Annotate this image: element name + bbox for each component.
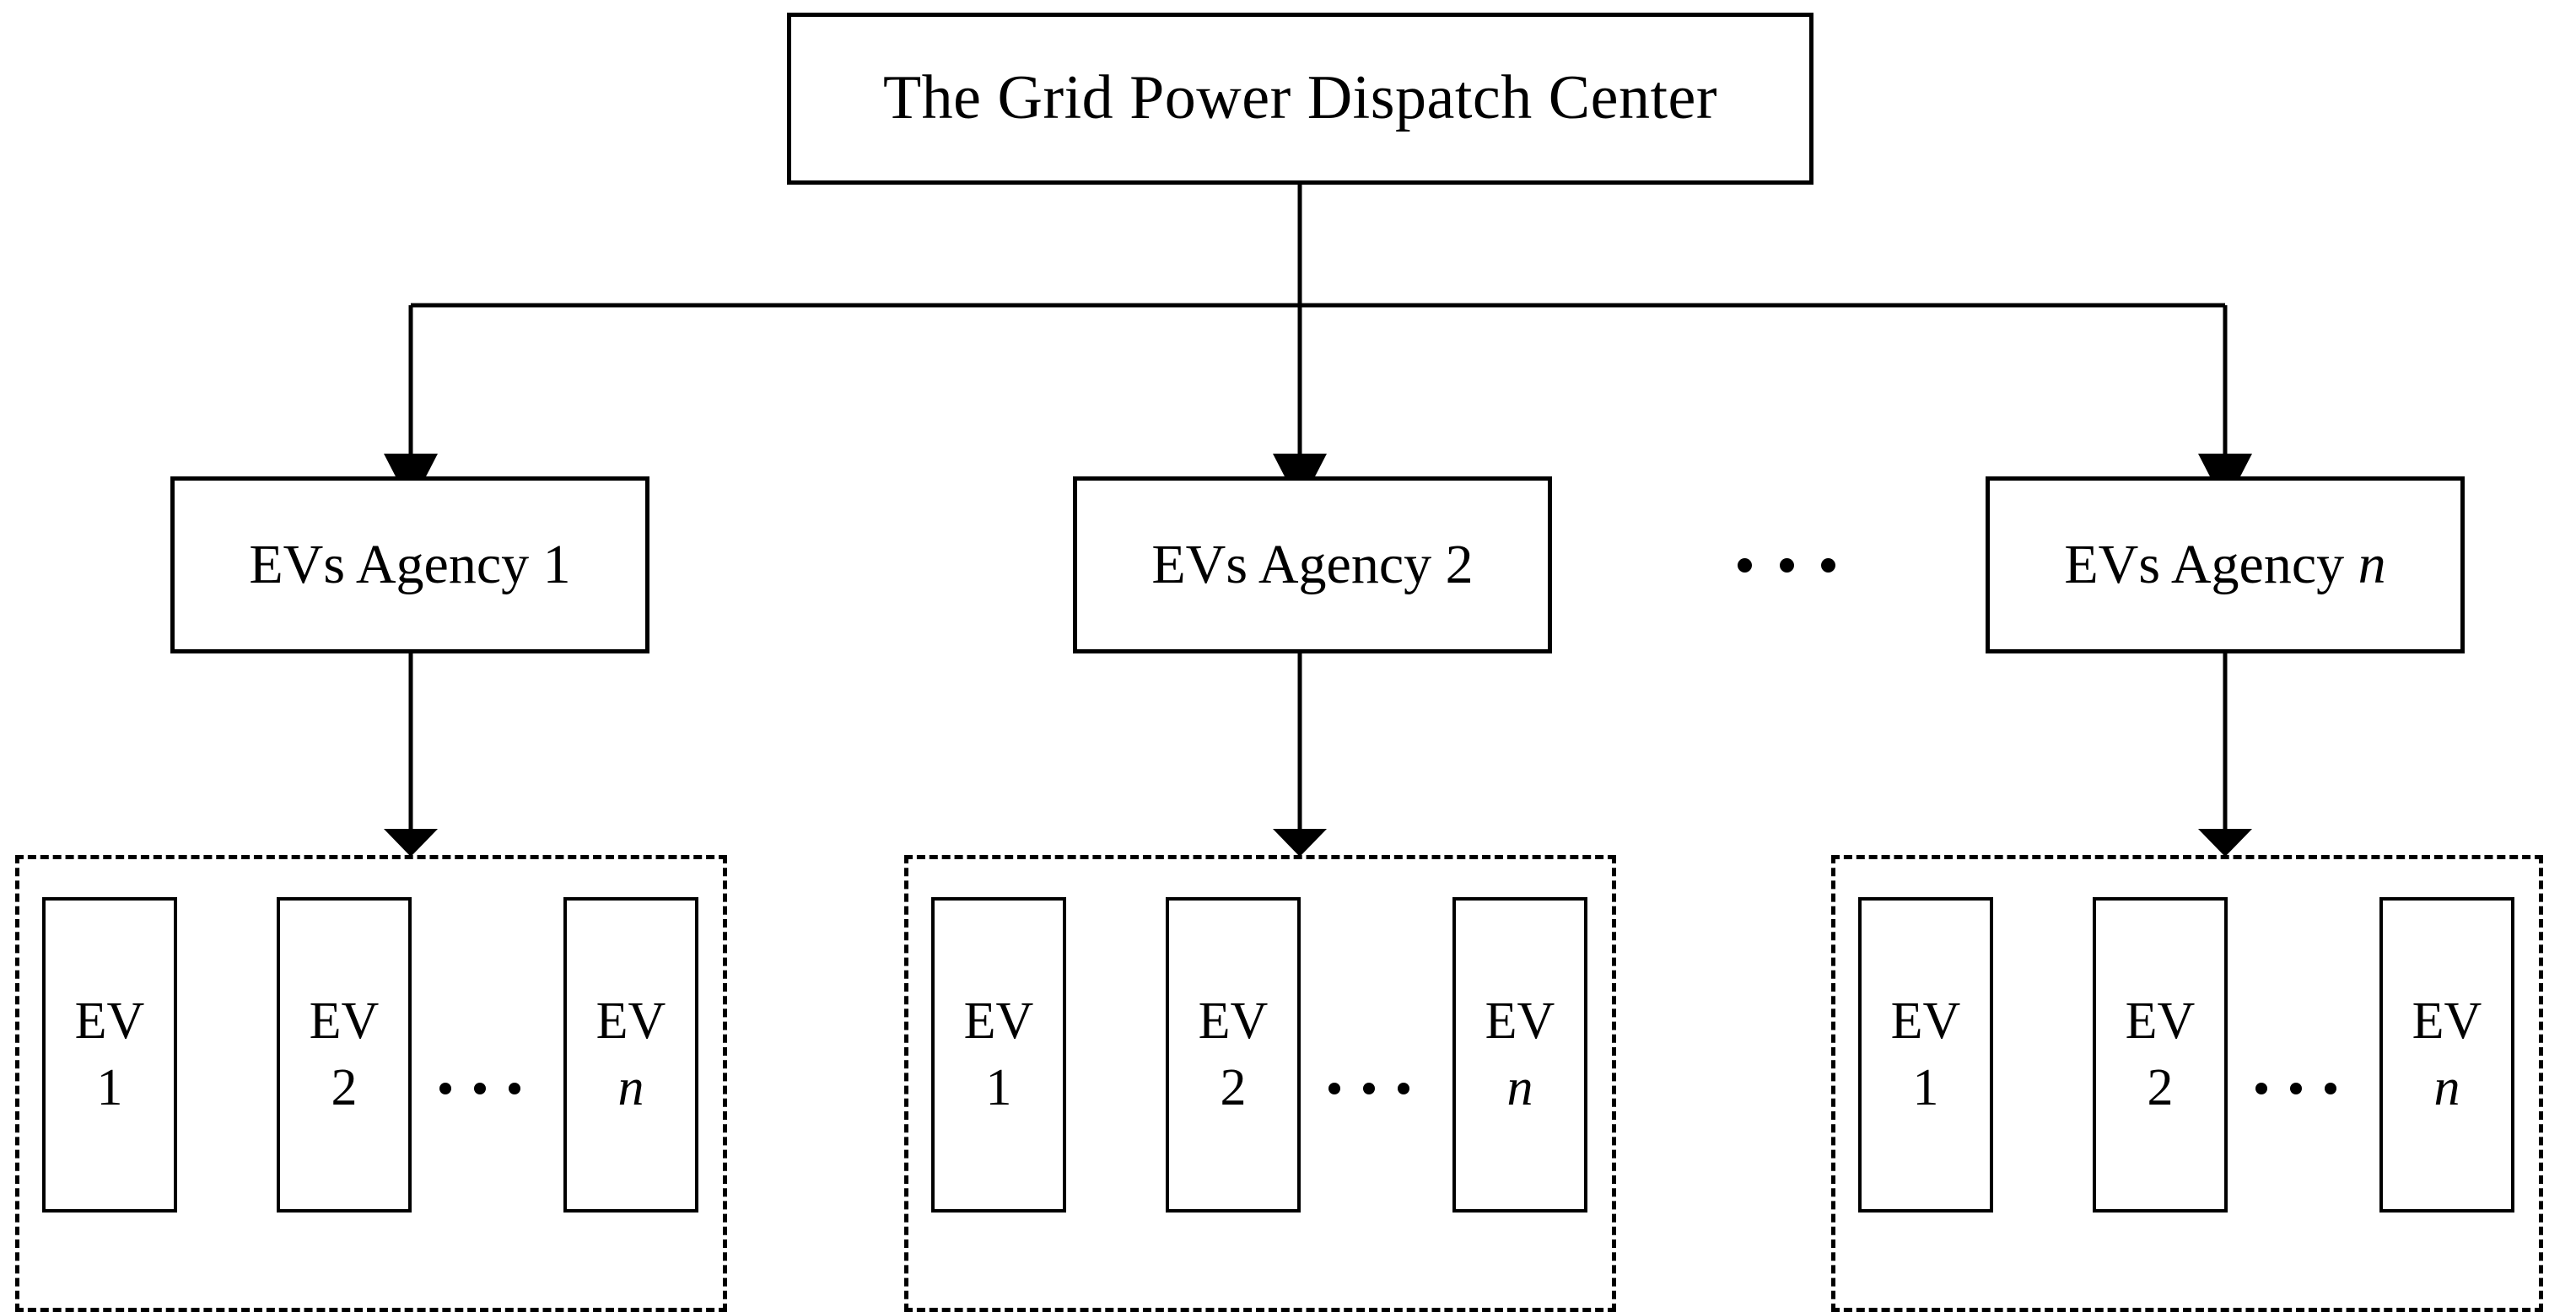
ev-box-group-3-ev-2[interactable]: EV 2 [2093, 897, 2228, 1213]
node-evs-agency-n[interactable]: EVs Agency n [1986, 476, 2465, 653]
ellipsis-dot [439, 1083, 451, 1094]
ellipsis-dot [1821, 557, 1835, 573]
ev-group-2[interactable] [904, 855, 1616, 1312]
node-title-label: The Grid Power Dispatch Center [882, 63, 1718, 133]
ev-label-line2: 2 [2147, 1059, 2174, 1116]
ev-label-line2: 1 [96, 1059, 123, 1116]
ev-label-line1: EV [1890, 992, 1961, 1050]
ev-label-line2: 1 [985, 1059, 1012, 1116]
ev-label-line2: 2 [1220, 1059, 1247, 1116]
ev-label-line1: EV [2412, 992, 2482, 1050]
ev-label-line2: 2 [331, 1059, 358, 1116]
ellipsis-dot [2255, 1083, 2267, 1094]
ellipsis-dot [2325, 1083, 2336, 1094]
ev-box-group-1-ev-2[interactable]: EV 2 [277, 897, 412, 1213]
agency-ellipsis [1738, 557, 1835, 573]
node-agency-n-label: EVs Agency n [2064, 535, 2385, 594]
node-agency-n-label-prefix: EVs Agency [2064, 534, 2358, 596]
ev-label-line1: EV [963, 992, 1034, 1050]
ellipsis-dot [1398, 1083, 1409, 1094]
node-evs-agency-2[interactable]: EVs Agency 2 [1073, 476, 1552, 653]
ev-group-1[interactable] [15, 855, 727, 1312]
ellipsis-dot [474, 1083, 486, 1094]
ev-box-group-2-ev-1[interactable]: EV 1 [931, 897, 1066, 1213]
ev-label-line1: EV [2125, 992, 2196, 1050]
ellipsis-dot [509, 1083, 520, 1094]
ev-label-line2: n [2433, 1059, 2460, 1116]
ev-group-3[interactable] [1831, 855, 2543, 1312]
ev-group-1-ellipsis [439, 1081, 520, 1096]
ev-label-line1: EV [1198, 992, 1269, 1050]
ev-box-group-3-ev-n[interactable]: EV n [2379, 897, 2514, 1213]
node-agency-1-label: EVs Agency 1 [249, 534, 571, 596]
ev-group-2-ellipsis [1328, 1081, 1409, 1096]
ev-label-line1: EV [1485, 992, 1555, 1050]
ellipsis-dot [1738, 557, 1752, 573]
ev-label-line1: EV [74, 992, 145, 1050]
ev-box-group-1-ev-n[interactable]: EV n [563, 897, 698, 1213]
ev-label-line2: n [617, 1059, 644, 1116]
ev-label-line2: n [1506, 1059, 1533, 1116]
ev-box-group-2-ev-2[interactable]: EV 2 [1166, 897, 1301, 1213]
node-grid-power-dispatch-center[interactable]: The Grid Power Dispatch Center [787, 13, 1813, 185]
ev-box-group-3-ev-1[interactable]: EV 1 [1858, 897, 1993, 1213]
node-agency-2-label: EVs Agency 2 [1151, 534, 1474, 596]
ev-label-line1: EV [595, 992, 666, 1050]
arrowhead-to-group-3 [2198, 829, 2252, 857]
node-evs-agency-1[interactable]: EVs Agency 1 [170, 476, 649, 653]
ev-box-group-1-ev-1[interactable]: EV 1 [42, 897, 177, 1213]
ev-label-line2: 1 [1912, 1059, 1939, 1116]
arrowhead-to-group-2 [1273, 829, 1327, 857]
ev-box-group-2-ev-n[interactable]: EV n [1452, 897, 1587, 1213]
node-agency-n-label-suffix: n [2358, 534, 2386, 596]
ev-group-3-ellipsis [2255, 1081, 2336, 1096]
ellipsis-dot [1328, 1083, 1340, 1094]
ellipsis-dot [1779, 557, 1794, 573]
ellipsis-dot [1363, 1083, 1375, 1094]
arrowhead-to-group-1 [384, 829, 438, 857]
ellipsis-dot [2290, 1083, 2302, 1094]
ev-label-line1: EV [309, 992, 380, 1050]
